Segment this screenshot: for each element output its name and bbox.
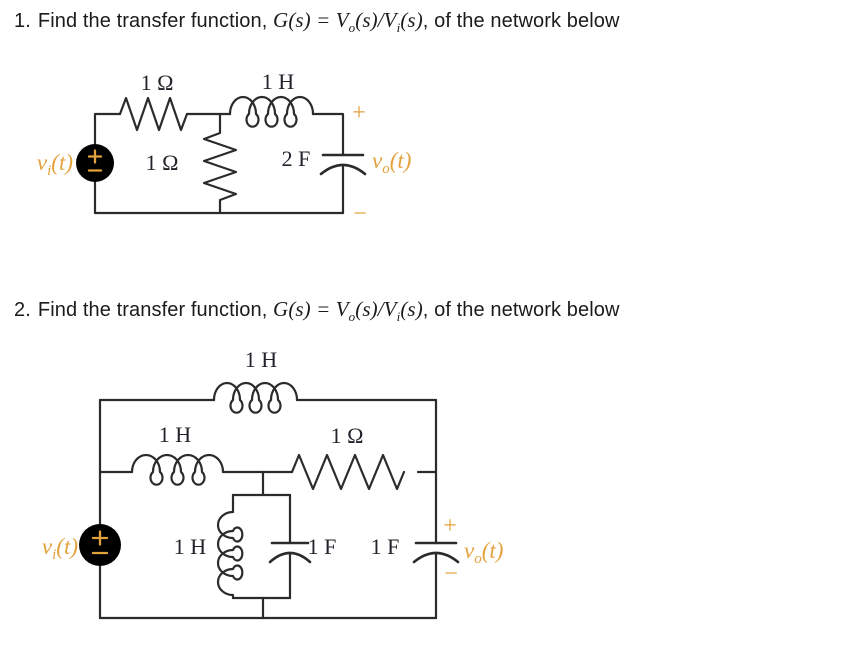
mid-resistor-label: 1 Ω [331,423,364,448]
resistor-mid-1ohm [290,453,406,491]
math-part: (s) = V [288,8,349,32]
capacitor-2F-curved-plate [319,163,367,176]
problem1-title: 1.Find the transfer function, G(s) = Vo(… [14,8,620,36]
series-resistor-label: 1 Ω [141,70,174,95]
output-minus-sign: − [353,201,367,227]
math-sub-o: o [348,309,356,325]
math-G: G [273,8,289,32]
output-plus-sign: + [352,100,366,126]
math-sub-i: i [396,20,401,36]
inductor-mid-1H [130,453,225,486]
problem1-number: 1. [14,10,31,32]
vo-label: vo(t) [372,148,411,177]
resistor-shunt-1ohm [202,112,238,215]
problem1-transfer-function-math: G(s) = Vo(s)/Vi(s) [273,8,423,36]
problem1-title-lead: Find the transfer function, [37,10,274,32]
math-part: (s) = V [288,297,349,321]
vo-label: vo(t) [464,538,503,567]
problem2-title-tail: , of the network below [422,299,620,321]
series-inductor-label: 1 H [262,69,295,94]
math-G: G [273,297,289,321]
mid-capacitor-label: 1 F [308,534,337,559]
wire [93,112,122,146]
problem2-number: 2. [14,299,31,321]
circuit-1: 1 Ω 1 H 1 Ω 2 F + − vi(t) vo(t) [37,69,412,227]
vi-label: vi(t) [37,150,73,179]
problem2-title: 2.Find the transfer function, G(s) = Vo(… [14,297,620,325]
circuit-2: 1 H 1 H 1 Ω 1 H 1 F 1 F + − vi(t) vo(t) [42,347,503,620]
math-part: (s)/V [355,8,397,32]
problem2-title-lead: Find the transfer function, [37,299,274,321]
inductor-top-1H [212,381,299,414]
mid-inductor-label: 1 H [159,422,192,447]
math-sub-i: i [396,309,401,325]
inductor-shunt-1H [216,493,244,600]
voltage-source-polarity-icon [91,530,109,555]
wire [311,112,345,157]
output-capacitor-label: 2 F [282,146,311,171]
math-part: (s)/V [355,297,397,321]
shunt-resistor-label: 1 Ω [146,150,179,175]
math-sub-o: o [348,20,356,36]
output-capacitor-label: 1 F [371,534,400,559]
problem2-transfer-function-math: G(s) = Vo(s)/Vi(s) [273,297,423,325]
inductor-series-1H [228,95,315,128]
capacitor-mid-1F-curved-plate [268,551,312,564]
math-part: (s) [400,8,423,32]
output-plus-sign: + [443,513,457,539]
problem1-title-tail: , of the network below [422,10,620,32]
resistor-series-1ohm [118,96,189,132]
voltage-source-polarity-icon [87,149,103,172]
shunt-inductor-label: 1 H [174,534,207,559]
vi-label: vi(t) [42,534,78,563]
top-inductor-label: 1 H [245,347,278,372]
capacitor-out-1F-curved-plate [412,551,460,564]
math-part: (s) [400,297,423,321]
output-minus-sign: − [444,561,458,587]
